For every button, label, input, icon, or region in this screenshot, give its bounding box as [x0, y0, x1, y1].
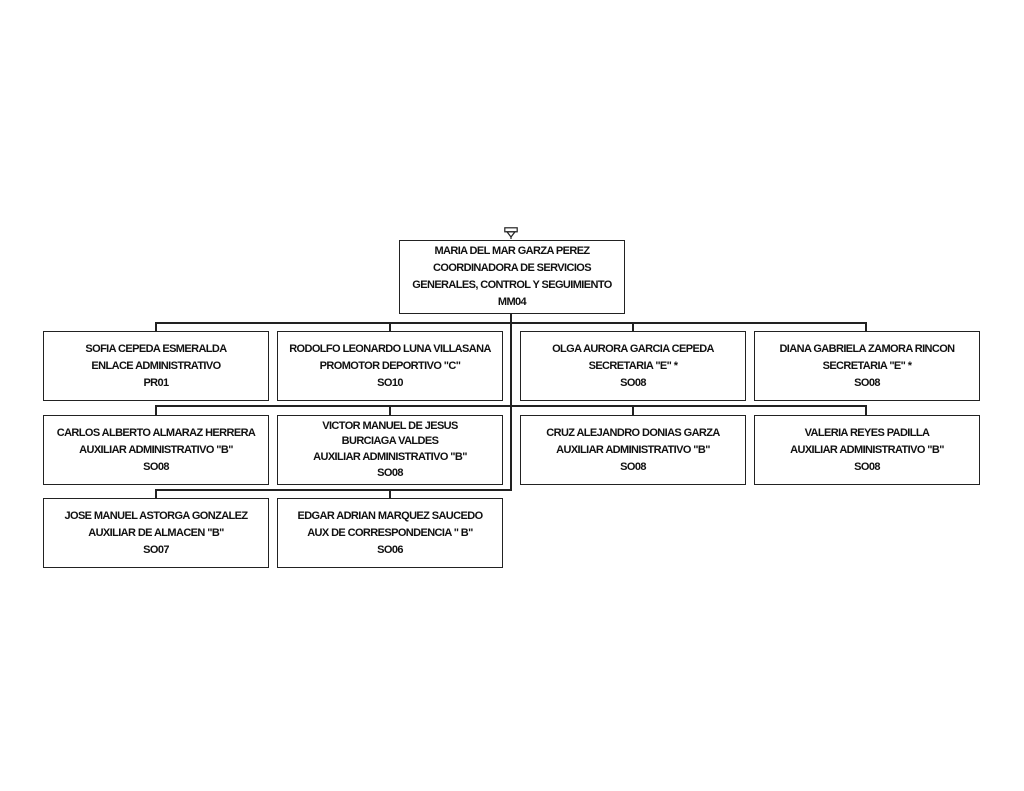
org-node: CARLOS ALBERTO ALMARAZ HERRERA AUXILIAR …: [43, 415, 269, 485]
connector-icon: [504, 227, 518, 239]
node-title: COORDINADORA DE SERVICIOS: [433, 262, 592, 274]
node-code: SO06: [377, 543, 403, 556]
node-code: SO08: [143, 460, 169, 473]
org-node: CRUZ ALEJANDRO DONIAS GARZA AUXILIAR ADM…: [520, 415, 746, 485]
row2-drop-4: [865, 405, 867, 415]
node-name: EDGAR ADRIAN MARQUEZ SAUCEDO: [297, 509, 483, 522]
node-title: AUXILIAR ADMINISTRATIVO "B": [556, 443, 710, 456]
row1-drop-3: [632, 322, 634, 332]
node-name: RODOLFO LEONARDO LUNA VILLASANA: [289, 342, 491, 355]
org-node: SOFIA CEPEDA ESMERALDA ENLACE ADMINISTRA…: [43, 331, 269, 401]
node-title: ENLACE ADMINISTRATIVO: [91, 359, 221, 372]
root-stem-line: [510, 313, 512, 491]
node-title: AUXILIAR ADMINISTRATIVO "B": [790, 443, 944, 456]
node-title: AUXILIAR ADMINISTRATIVO "B": [79, 443, 233, 456]
row3-drop-2: [389, 489, 391, 499]
row2-drop-1: [155, 405, 157, 415]
org-node: VALERIA REYES PADILLA AUXILIAR ADMINISTR…: [754, 415, 980, 485]
node-title: AUXILIAR ADMINISTRATIVO "B": [313, 451, 467, 463]
node-title: SECRETARIA "E" *: [588, 359, 678, 372]
row1-drop-2: [389, 322, 391, 332]
node-title: PROMOTOR DEPORTIVO "C": [319, 359, 461, 372]
node-name: JOSE MANUEL ASTORGA GONZALEZ: [64, 509, 248, 522]
node-name: CRUZ ALEJANDRO DONIAS GARZA: [546, 426, 720, 439]
node-name: MARIA DEL MAR GARZA PEREZ: [434, 245, 590, 257]
node-title: SECRETARIA "E" *: [822, 359, 912, 372]
node-code: MM04: [497, 296, 527, 308]
row2-drop-2: [389, 405, 391, 415]
org-node: EDGAR ADRIAN MARQUEZ SAUCEDO AUX DE CORR…: [277, 498, 503, 568]
org-node: RODOLFO LEONARDO LUNA VILLASANA PROMOTOR…: [277, 331, 503, 401]
node-code: SO08: [854, 376, 880, 389]
row2-bus-line: [155, 405, 867, 407]
node-name: CARLOS ALBERTO ALMARAZ HERRERA: [56, 426, 256, 439]
org-node: VICTOR MANUEL DE JESUS BURCIAGA VALDES A…: [277, 415, 503, 485]
row1-drop-1: [155, 322, 157, 332]
row3-drop-1: [155, 489, 157, 499]
node-title: GENERALES, CONTROL Y SEGUIMIENTO: [412, 279, 612, 291]
node-title: AUX DE CORRESPONDENCIA " B": [307, 526, 473, 539]
node-name: VALERIA REYES PADILLA: [804, 426, 930, 439]
node-code: SO08: [620, 376, 646, 389]
node-name: DIANA GABRIELA ZAMORA RINCON: [779, 342, 955, 355]
node-name: OLGA AURORA GARCIA CEPEDA: [552, 342, 714, 355]
node-code: SO07: [143, 543, 169, 556]
node-code: PR01: [143, 376, 169, 389]
node-name: VICTOR MANUEL DE JESUS BURCIAGA VALDES: [322, 420, 458, 447]
row1-drop-4: [865, 322, 867, 332]
node-code: SO10: [377, 376, 403, 389]
org-node-root: MARIA DEL MAR GARZA PEREZ COORDINADORA D…: [399, 240, 625, 314]
org-node: JOSE MANUEL ASTORGA GONZALEZ AUXILIAR DE…: [43, 498, 269, 568]
row1-bus-line: [155, 322, 867, 324]
node-code: SO08: [377, 467, 403, 479]
row3-bus-line: [155, 489, 512, 491]
row2-drop-3: [632, 405, 634, 415]
org-node: OLGA AURORA GARCIA CEPEDA SECRETARIA "E"…: [520, 331, 746, 401]
node-name: SOFIA CEPEDA ESMERALDA: [85, 342, 227, 355]
node-title: AUXILIAR DE ALMACEN "B": [88, 526, 224, 539]
node-code: SO08: [854, 460, 880, 473]
org-node: DIANA GABRIELA ZAMORA RINCON SECRETARIA …: [754, 331, 980, 401]
node-code: SO08: [620, 460, 646, 473]
